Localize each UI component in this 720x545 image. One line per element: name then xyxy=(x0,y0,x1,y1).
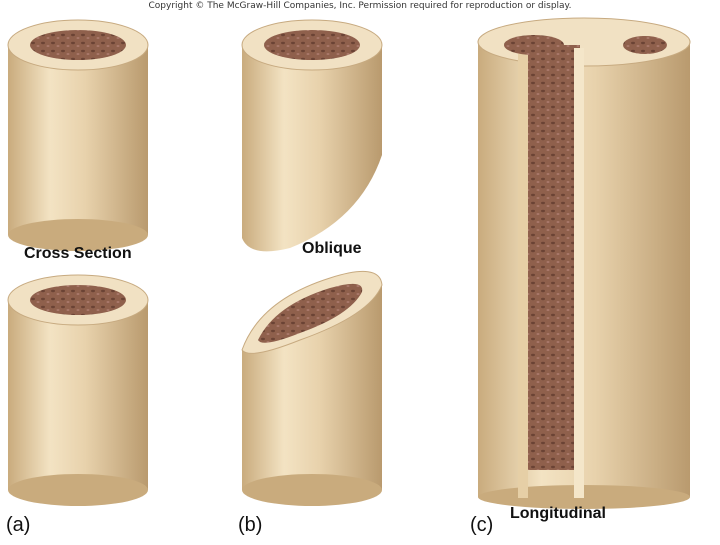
cross-section-label: Cross Section xyxy=(24,245,132,262)
copyright-notice: Copyright © The McGraw-Hill Companies, I… xyxy=(148,1,572,11)
oblique-tube-bottom xyxy=(241,270,383,506)
longitudinal-label: Longitudinal xyxy=(510,505,606,522)
cross-section-tube-bottom xyxy=(7,274,149,506)
panel-b-label: (b) xyxy=(238,514,263,536)
panel-c-label: (c) xyxy=(470,514,494,536)
panel-a-label: (a) xyxy=(6,514,31,536)
cross-section-tube-top xyxy=(7,19,149,251)
oblique-label: Oblique xyxy=(302,240,362,257)
oblique-tube-top xyxy=(241,19,383,252)
longitudinal-tube xyxy=(477,17,691,509)
longitudinal-cavity xyxy=(525,45,580,470)
